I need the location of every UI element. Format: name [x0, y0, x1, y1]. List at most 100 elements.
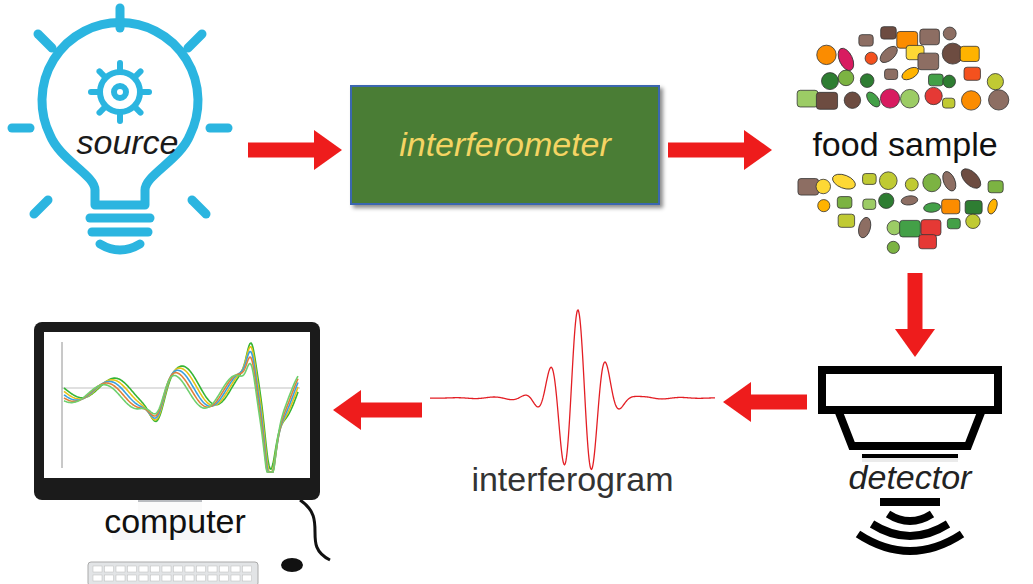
key: [185, 575, 194, 581]
key: [231, 566, 240, 572]
food-item: [987, 74, 1003, 90]
food-item: [943, 27, 956, 40]
gear-tooth: [136, 71, 141, 76]
key: [105, 566, 114, 572]
bulb-base: [100, 244, 140, 250]
detector-icon: [822, 370, 998, 551]
food-item: [830, 171, 857, 192]
food-item: [988, 181, 1003, 193]
key: [151, 566, 160, 572]
key: [197, 575, 206, 581]
food-item: [822, 73, 839, 90]
food-item: [923, 174, 941, 192]
food-item: [960, 46, 979, 61]
flow-arrow: [361, 403, 422, 418]
food-item: [838, 214, 854, 227]
mouse: [281, 558, 303, 572]
source-node: source: [15, 20, 240, 250]
monitor: [34, 322, 320, 500]
key: [139, 575, 148, 581]
key: [105, 575, 114, 581]
process-box: interferometer: [350, 85, 660, 205]
food-icons: [797, 27, 1009, 254]
gear-tooth: [136, 108, 141, 113]
gear-tooth: [91, 89, 98, 95]
flow-arrow: [248, 143, 314, 158]
food-item: [859, 35, 873, 46]
key: [116, 575, 125, 581]
food-item: [905, 178, 918, 191]
food-item: [887, 221, 901, 235]
key: [174, 575, 183, 581]
ray: [188, 34, 202, 48]
food-item: [940, 170, 958, 193]
food-item: [918, 53, 939, 70]
monitor-screen: [44, 332, 310, 478]
ray: [116, 8, 125, 28]
food-item: [901, 195, 919, 206]
spectrum-line: [64, 351, 298, 472]
food-item: [943, 75, 956, 88]
key: [93, 566, 102, 572]
food-item: [838, 70, 854, 86]
food-item: [986, 198, 999, 215]
food-item: [797, 90, 818, 107]
gear-tooth: [142, 89, 149, 95]
food-item: [844, 92, 860, 108]
spectrum-line: [64, 363, 298, 472]
food-item: [816, 179, 830, 193]
detector-housing: [822, 370, 998, 410]
food-item: [958, 165, 984, 191]
food-item: [863, 174, 877, 185]
key: [128, 575, 137, 581]
key: [185, 566, 194, 572]
key: [151, 575, 160, 581]
food-item: [817, 45, 836, 64]
ray: [210, 124, 228, 133]
bulb-base: [92, 228, 148, 237]
interferogram-wave: [430, 310, 715, 469]
key: [208, 566, 217, 572]
key: [128, 566, 137, 572]
spectrum-chart: [62, 342, 300, 472]
food-item: [818, 200, 830, 212]
ray: [12, 124, 30, 133]
key: [220, 575, 229, 581]
food-item: [835, 46, 857, 73]
key: [197, 566, 206, 572]
food-item: [966, 214, 980, 228]
key: [231, 575, 240, 581]
bulb-icon: [12, 8, 228, 250]
food-item: [901, 89, 920, 108]
food-item: [923, 202, 941, 213]
food-item: [929, 74, 944, 86]
gear-tooth: [117, 114, 123, 121]
key: [93, 575, 102, 581]
food-item: [989, 90, 1009, 110]
food-item: [925, 87, 942, 104]
food-item: [865, 52, 877, 64]
flow-arrow: [668, 143, 744, 158]
food-item: [919, 235, 937, 249]
gear-icon: [91, 63, 149, 121]
food-item: [879, 172, 897, 190]
spectrum-line: [64, 343, 298, 469]
ray: [192, 200, 206, 214]
food-item: [900, 220, 921, 237]
food-item: [877, 43, 900, 65]
food-item: [879, 193, 894, 208]
bulb-outline: [42, 23, 198, 205]
node-label: detector: [845, 458, 976, 497]
gear-hub: [114, 86, 126, 98]
key: [174, 566, 183, 572]
food-item: [900, 65, 921, 82]
key: [116, 566, 125, 572]
signal-wave: [872, 524, 948, 536]
node-label: interferogram: [467, 460, 677, 499]
ray: [38, 34, 52, 48]
gear-ring: [100, 72, 140, 112]
spectrum-line: [64, 347, 298, 472]
sample-node: food sample: [780, 8, 1030, 265]
gear-tooth: [99, 71, 104, 76]
key: [162, 575, 171, 581]
